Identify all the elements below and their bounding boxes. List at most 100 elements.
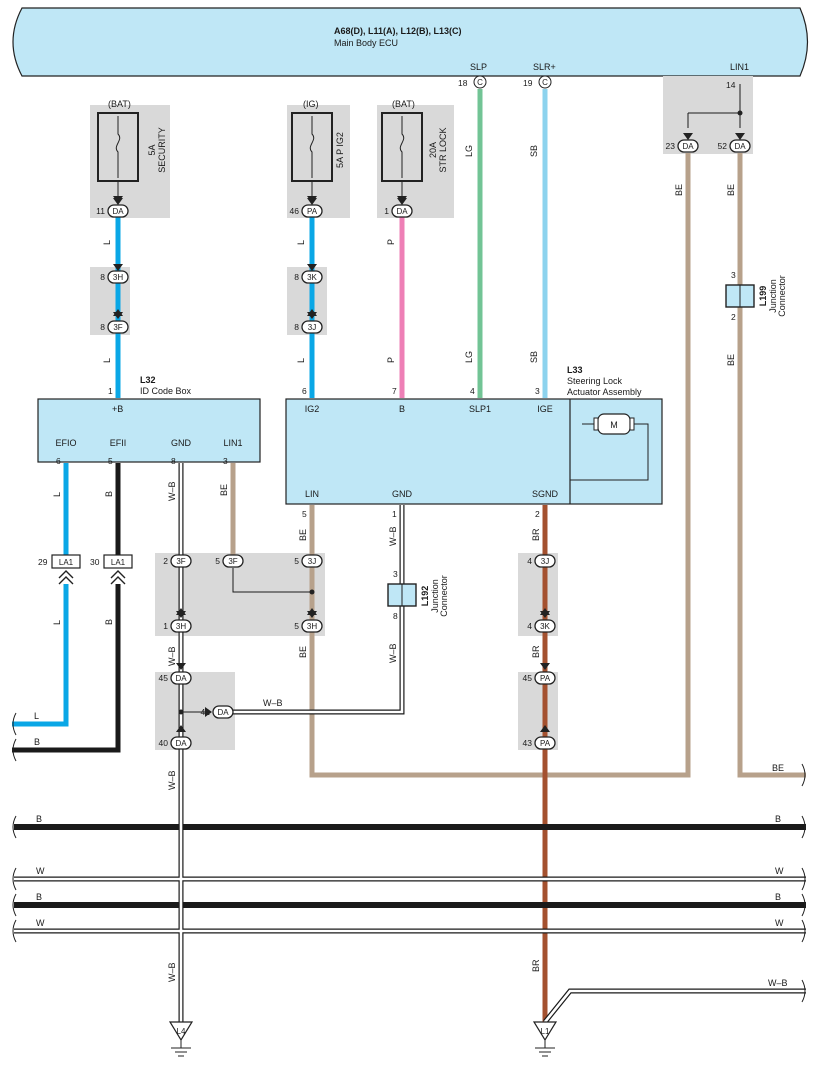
svg-text:B: B bbox=[36, 892, 42, 902]
pin-da-e2: DA41 bbox=[201, 705, 234, 719]
arrow-icon bbox=[540, 663, 550, 670]
svg-text:W–B: W–B bbox=[167, 481, 177, 501]
ecu-subtitle: Main Body ECU bbox=[334, 38, 398, 48]
svg-text:LIN1: LIN1 bbox=[223, 438, 242, 448]
svg-text:Actuator Assembly: Actuator Assembly bbox=[567, 387, 642, 397]
pin-3h-c4-num: 1 bbox=[163, 621, 168, 631]
svg-text:EFII: EFII bbox=[110, 438, 127, 448]
svg-text:C: C bbox=[477, 78, 483, 87]
wire-l-efio bbox=[12, 463, 69, 727]
svg-text:GND: GND bbox=[392, 489, 413, 499]
fuse-str-lock: (BAT) 20A STR LOCK bbox=[381, 99, 448, 203]
svg-text:SLP1: SLP1 bbox=[469, 404, 491, 414]
svg-text:B: B bbox=[775, 814, 781, 824]
arrow-icon bbox=[176, 611, 186, 618]
ground-l4: L4 bbox=[168, 1021, 194, 1057]
svg-text:Connector: Connector bbox=[777, 275, 787, 317]
svg-text:LG: LG bbox=[464, 351, 474, 363]
svg-text:L: L bbox=[52, 620, 62, 625]
pin-security-num: 11 bbox=[96, 206, 105, 216]
svg-text:1: 1 bbox=[108, 386, 113, 396]
svg-text:LIN: LIN bbox=[305, 489, 319, 499]
svg-text:BE: BE bbox=[298, 529, 308, 541]
arrow-icon bbox=[176, 663, 186, 670]
pin-da-e2-conn: DA bbox=[217, 708, 229, 717]
svg-text:B: B bbox=[34, 737, 40, 747]
arrow-icon bbox=[307, 312, 317, 319]
pin-pa-f1-conn: PA bbox=[540, 674, 551, 683]
svg-text:P: P bbox=[386, 357, 396, 363]
wire-break-marks bbox=[12, 712, 806, 1003]
pin-3f-c1-conn: 3F bbox=[176, 557, 185, 566]
svg-text:Junction: Junction bbox=[768, 279, 778, 313]
svg-text:P: P bbox=[386, 239, 396, 245]
pin-3h-c5-num: 5 bbox=[294, 621, 299, 631]
svg-text:W: W bbox=[775, 866, 784, 876]
svg-text:L199: L199 bbox=[758, 286, 768, 307]
svg-text:SECURITY: SECURITY bbox=[157, 127, 167, 173]
fuse-security: (BAT) 5A SECURITY bbox=[97, 99, 167, 203]
wire-labels: L L L L P P LG LG SB SB BE BE BE BE BE B… bbox=[34, 145, 788, 988]
svg-text:ID Code Box: ID Code Box bbox=[140, 386, 192, 396]
svg-text:SLR+: SLR+ bbox=[533, 62, 556, 72]
svg-text:IGE: IGE bbox=[537, 404, 553, 414]
ecu-title: A68(D), L11(A), L12(B), L13(C) bbox=[334, 26, 462, 36]
svg-text:2: 2 bbox=[535, 509, 540, 519]
svg-text:6: 6 bbox=[56, 456, 61, 466]
svg-text:L33: L33 bbox=[567, 365, 583, 375]
id-code-box: L32 ID Code Box 1 +B EFIO EFII GND LIN1 … bbox=[37, 375, 261, 466]
svg-text:BE: BE bbox=[726, 354, 736, 366]
svg-text:BR: BR bbox=[531, 528, 541, 541]
pin-3j-d1: 3J 4 bbox=[527, 554, 556, 568]
pin-3j-d1-num: 4 bbox=[527, 556, 532, 566]
svg-text:L: L bbox=[296, 358, 306, 363]
svg-text:B: B bbox=[36, 814, 42, 824]
svg-text:L: L bbox=[102, 358, 112, 363]
svg-text:B: B bbox=[104, 491, 114, 497]
fuse-ig2-label: 5A P IG2 bbox=[335, 132, 345, 168]
pin-3k-b-conn: 3K bbox=[307, 273, 317, 282]
pin-3f-a-conn: 3F bbox=[113, 323, 122, 332]
svg-text:LA1: LA1 bbox=[111, 558, 126, 567]
wire-b-efii bbox=[12, 463, 121, 753]
splice-dot bbox=[178, 709, 184, 715]
svg-text:3: 3 bbox=[223, 456, 228, 466]
svg-text:B: B bbox=[399, 404, 405, 414]
motor-icon: M bbox=[570, 413, 649, 481]
svg-text:19: 19 bbox=[523, 78, 533, 88]
svg-text:BR: BR bbox=[531, 959, 541, 972]
svg-text:L: L bbox=[296, 240, 306, 245]
svg-text:SLP: SLP bbox=[470, 62, 487, 72]
svg-text:BE: BE bbox=[298, 646, 308, 658]
svg-text:B: B bbox=[775, 892, 781, 902]
svg-text:(BAT): (BAT) bbox=[108, 99, 131, 109]
svg-text:Junction: Junction bbox=[430, 579, 440, 613]
pin-3k-b: 3K8 bbox=[294, 264, 323, 284]
pin-3h-a-conn: 3H bbox=[113, 273, 123, 282]
pin-3j-d1-conn: 3J bbox=[541, 557, 549, 566]
pin-3f-c2-num: 5 bbox=[215, 556, 220, 566]
svg-text:BE: BE bbox=[726, 184, 736, 196]
svg-text:BE: BE bbox=[772, 763, 784, 773]
pin-3f-c2: 3F 5 bbox=[215, 554, 244, 568]
wire-be-ecu23 bbox=[309, 153, 691, 778]
pin-3f-c2-conn: 3F bbox=[228, 557, 237, 566]
svg-text:W: W bbox=[775, 918, 784, 928]
svg-text:C: C bbox=[542, 78, 548, 87]
pin-3f-c1-num: 2 bbox=[163, 556, 168, 566]
splice-dot bbox=[309, 589, 315, 595]
svg-text:LA1: LA1 bbox=[59, 558, 74, 567]
pin-str-lock-conn: DA bbox=[396, 207, 408, 216]
arrow-icon bbox=[307, 611, 317, 618]
main-body-ecu: A68(D), L11(A), L12(B), L13(C) Main Body… bbox=[12, 7, 809, 77]
pin-da-e3-num: 40 bbox=[159, 738, 169, 748]
svg-text:14: 14 bbox=[726, 80, 736, 90]
